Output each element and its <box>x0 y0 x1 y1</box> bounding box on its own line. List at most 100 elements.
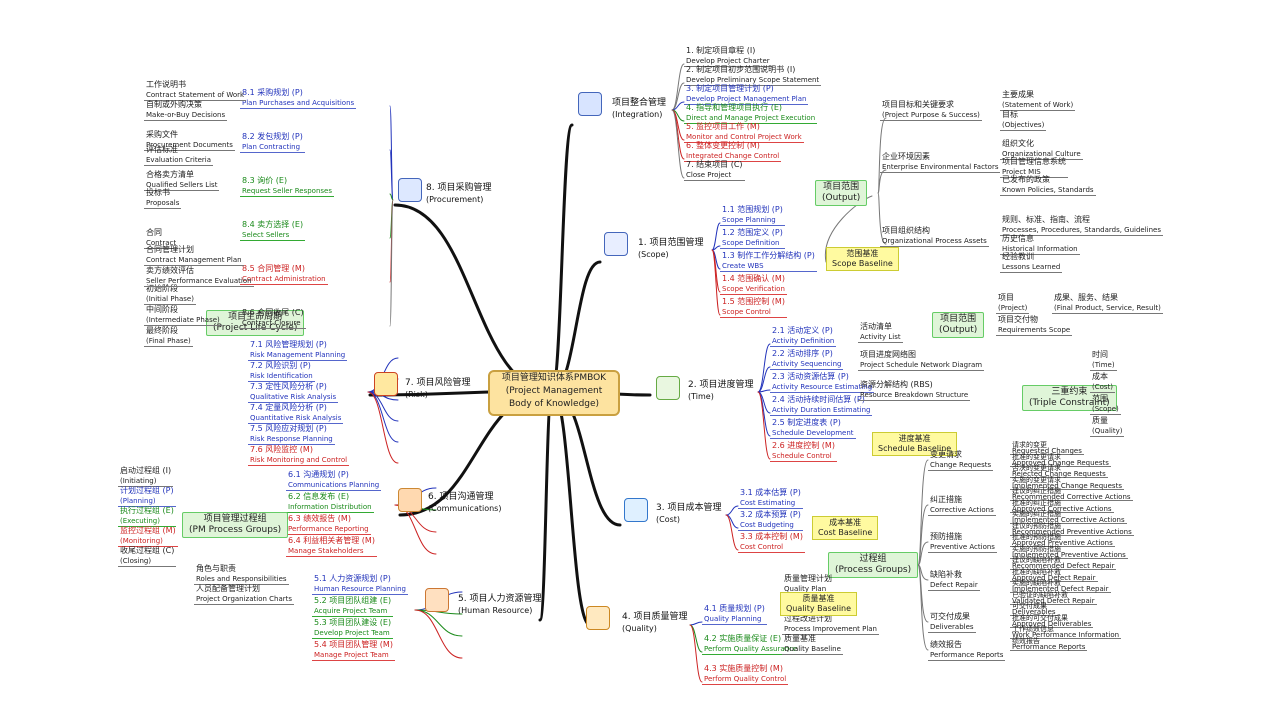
scope-item-1[interactable]: 1.2 范围定义 (P)Scope Definition <box>720 228 785 249</box>
hr-item-2[interactable]: 5.3 项目团队建设 (E)Develop Project Team <box>312 618 394 639</box>
procure-item-3[interactable]: 8.4 卖方选择 (E)Select Sellers <box>240 220 306 241</box>
central-topic[interactable]: 项目管理知识体系PMBOK (Project Management Body o… <box>488 370 620 416</box>
risk-item-1[interactable]: 7.2 风险识别 (P)Risk Identification <box>248 361 315 382</box>
area-hr[interactable]: 5. 项目人力资源管理(Human Resource) <box>458 594 541 616</box>
area-integration[interactable]: 项目整合管理(Integration) <box>612 98 666 120</box>
area-scope[interactable]: 1. 项目范围管理(Scope) <box>638 238 703 260</box>
comm-process-item-0[interactable]: 启动过程组 (I)(Initiating) <box>118 466 174 487</box>
area-procure[interactable]: 8. 项目采购管理(Procurement) <box>426 183 491 205</box>
area-cost[interactable]: 3. 项目成本管理(Cost) <box>656 503 721 525</box>
comm-item-2[interactable]: 6.3 绩效报告 (M)Performance Reporting <box>286 514 371 535</box>
area-comm[interactable]: 6. 项目沟通管理(Communications) <box>428 492 501 514</box>
comm-process-item-2[interactable]: 执行过程组 (E)(Executing) <box>118 506 176 527</box>
integration-item-3[interactable]: 4. 指导和管理项目执行 (E)Direct and Manage Projec… <box>684 103 818 124</box>
output2-sub-0[interactable]: 成果、服务、结果(Final Product, Service, Result) <box>1052 293 1163 314</box>
lifecycle-item-1[interactable]: 中间阶段(Intermediate Phase) <box>144 305 222 326</box>
scope-item-3[interactable]: 1.4 范围确认 (M)Scope Verification <box>720 274 787 295</box>
integration-item-6[interactable]: 7. 结束项目 (C)Close Project <box>684 160 745 181</box>
process-groups-box[interactable]: 过程组(Process Groups) <box>828 552 919 578</box>
time-item-3[interactable]: 2.4 活动持续时间估算 (P)Activity Duration Estima… <box>770 395 873 416</box>
procure-item-0[interactable]: 8.1 采购规划 (P)Plan Purchases and Acquisiti… <box>240 88 357 109</box>
time-item-0[interactable]: 2.1 活动定义 (P)Activity Definition <box>770 326 837 347</box>
area-time[interactable]: 2. 项目进度管理(Time) <box>688 380 753 402</box>
scope-item-0[interactable]: 1.1 范围规划 (P)Scope Planning <box>720 205 785 226</box>
triple-constraint-item-0[interactable]: 时间(Time) <box>1090 350 1117 371</box>
integration-item-5[interactable]: 6. 整体变更控制 (M)Integrated Change Control <box>684 141 782 162</box>
comm-item-0[interactable]: 6.1 沟通规划 (P)Communications Planning <box>286 470 382 491</box>
cost-item-1[interactable]: 3.2 成本预算 (P)Cost Budgeting <box>738 510 803 531</box>
time-note-2[interactable]: 资源分解结构 (RBS)Resource Breakdown Structure <box>858 380 971 401</box>
output2-item-0[interactable]: 项目(Project) <box>996 293 1030 314</box>
scope-item-4[interactable]: 1.5 范围控制 (M)Scope Control <box>720 297 787 318</box>
time-item-1[interactable]: 2.2 活动排序 (P)Activity Sequencing <box>770 349 844 370</box>
integration-item-0[interactable]: 1. 制定项目章程 (I)Develop Project Charter <box>684 46 772 67</box>
output-box[interactable]: 项目范围(Output) <box>815 180 868 206</box>
comm-process-item-1[interactable]: 计划过程组 (P)(Planning) <box>118 486 176 507</box>
time-item-4[interactable]: 2.5 制定进度表 (P)Schedule Development <box>770 418 856 439</box>
triple-constraint-item-1[interactable]: 成本(Cost) <box>1090 372 1116 393</box>
quality-item-0[interactable]: 4.1 质量规划 (P)Quality Planning <box>702 604 767 625</box>
risk-item-0[interactable]: 7.1 风险管理规划 (P)Risk Management Planning <box>248 340 348 361</box>
output-item-0[interactable]: 项目目标和关键要求(Project Purpose & Success) <box>880 100 982 121</box>
time-item-5[interactable]: 2.6 进度控制 (M)Schedule Control <box>770 441 837 462</box>
time-item-2[interactable]: 2.3 活动资源估算 (P)Activity Resource Estimati… <box>770 372 875 393</box>
hr-item-1[interactable]: 5.2 项目团队组建 (E)Acquire Project Team <box>312 596 394 617</box>
lifecycle-item-2[interactable]: 最终阶段(Final Phase) <box>144 326 193 347</box>
integration-item-4[interactable]: 5. 监控项目工作 (M)Monitor and Control Project… <box>684 122 804 143</box>
comm-item-3[interactable]: 6.4 利益相关者管理 (M)Manage Stakeholders <box>286 536 377 557</box>
cost-item-0[interactable]: 3.1 成本估算 (P)Cost Estimating <box>738 488 803 509</box>
procure-item-2[interactable]: 8.3 询价 (E)Request Seller Responses <box>240 176 334 197</box>
area-risk[interactable]: 7. 项目风险管理(Risk) <box>405 378 470 400</box>
quality-item-1[interactable]: 4.2 实施质量保证 (E)Perform Quality Assurance <box>702 634 800 655</box>
procure-item-4[interactable]: 8.5 合同管理 (M)Contract Administration <box>240 264 328 285</box>
integration-item-2[interactable]: 3. 制定项目管理计划 (P)Develop Project Managemen… <box>684 84 809 105</box>
comm-item-1[interactable]: 6.2 信息发布 (E)Information Distribution <box>286 492 374 513</box>
output2-box[interactable]: 项目范围(Output) <box>932 312 985 338</box>
output-sub-1[interactable]: 目标(Objectives) <box>1000 110 1047 131</box>
hr-item-0[interactable]: 5.1 人力资源规划 (P)Human Resource Planning <box>312 574 408 595</box>
risk-item-2[interactable]: 7.3 定性风险分析 (P)Qualitative Risk Analysis <box>248 382 339 403</box>
procure-item-1[interactable]: 8.2 发包规划 (P)Plan Contracting <box>240 132 305 153</box>
comm-process-item-3[interactable]: 监控过程组 (M)(Monitoring) <box>118 526 178 547</box>
